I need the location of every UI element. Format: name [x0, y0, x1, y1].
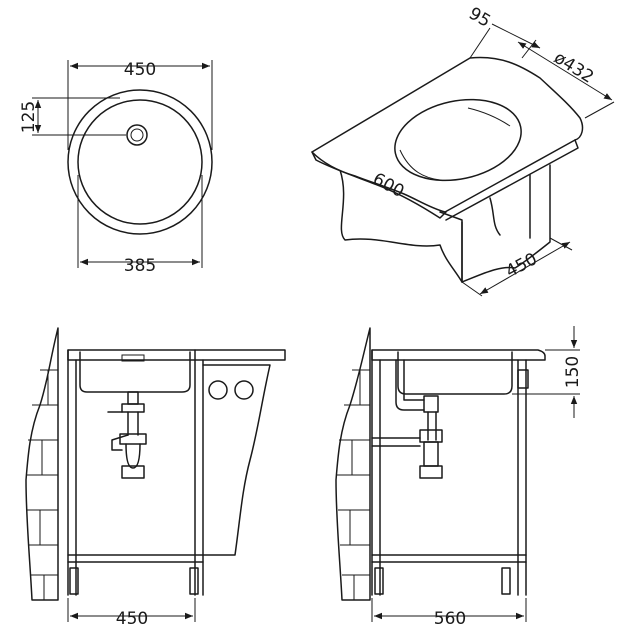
- side-bowl: [397, 351, 513, 395]
- bowl-opening: [394, 98, 522, 182]
- dim-label-95: 95: [465, 4, 494, 32]
- side-countertop: [371, 349, 546, 361]
- valve-left: [208, 380, 228, 400]
- front-countertop: [67, 349, 286, 361]
- dim-label-d432: ø432: [550, 48, 597, 88]
- side-siphon: [371, 359, 443, 479]
- top-view: 450 385 125: [19, 60, 213, 276]
- dim-label-front-450: 450: [116, 609, 148, 629]
- countertop-top: [311, 56, 584, 213]
- dim-label-450: 450: [124, 60, 156, 80]
- valve-right: [234, 380, 254, 400]
- drain-hole-inner: [130, 128, 144, 142]
- dim-line-95: [491, 23, 541, 49]
- side-brick-wall: [335, 327, 371, 601]
- bowl-outer-rim: [67, 89, 213, 235]
- isometric-view: 95 ø432 600 450: [311, 4, 615, 297]
- dim-line-iso-450: [479, 241, 571, 295]
- side-view: 150 560: [335, 326, 583, 629]
- dim-label-150: 150: [563, 356, 583, 388]
- front-bowl: [79, 351, 191, 393]
- drain-hole-outer: [126, 124, 148, 146]
- dim-label-560: 560: [434, 609, 466, 629]
- dim-line-d432: [517, 41, 613, 101]
- countertop-edge: [311, 151, 447, 219]
- dim-label-385: 385: [124, 256, 156, 276]
- front-siphon: [107, 391, 147, 479]
- bowl-inner-edge: [77, 99, 203, 225]
- cabinet-front-face: [339, 169, 463, 283]
- dim-label-125: 125: [19, 101, 39, 133]
- front-view: 450: [25, 327, 286, 629]
